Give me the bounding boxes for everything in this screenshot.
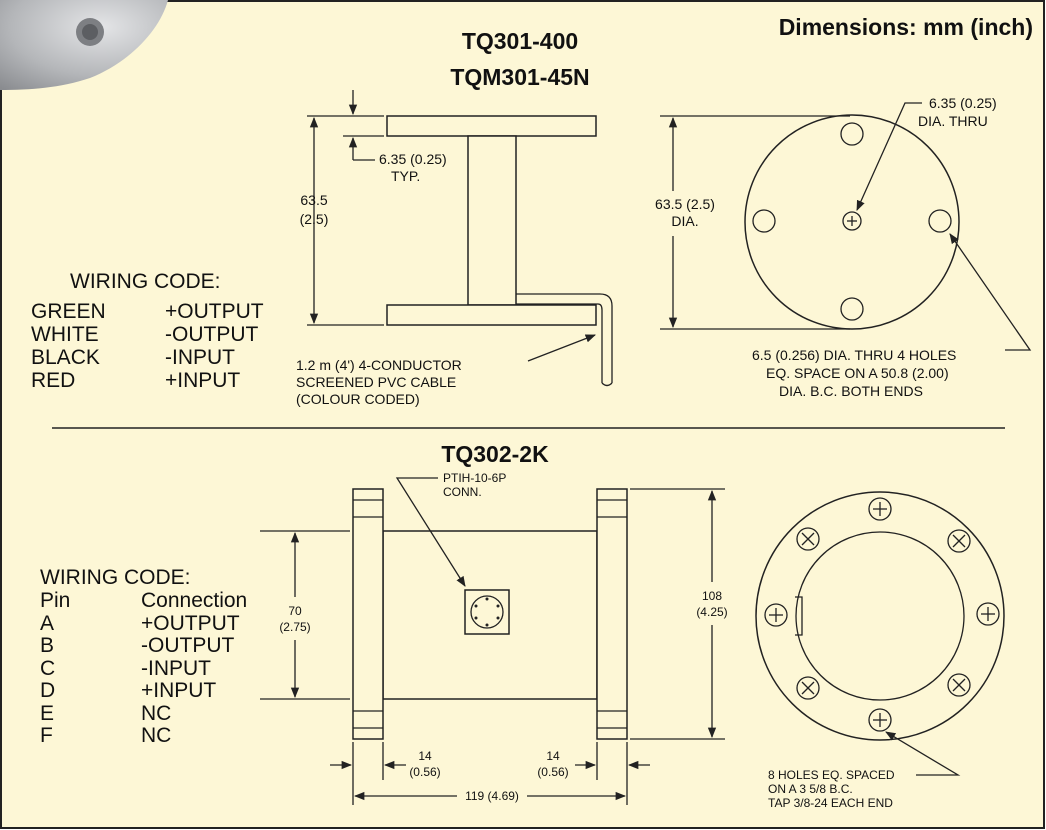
height-dimension <box>307 115 384 326</box>
holes-line-3: DIA. B.C. BOTH ENDS <box>779 383 923 399</box>
bolt-hole <box>840 297 864 321</box>
model-title-tq302-2k: TQ302-2K <box>441 441 549 467</box>
body-height-dimension <box>260 530 350 700</box>
pin-letter: A <box>40 612 54 635</box>
bolt-hole <box>928 209 952 233</box>
connection-header: Connection <box>141 589 247 612</box>
top-flange <box>386 115 597 137</box>
bottom-flange <box>386 304 597 326</box>
wire-color: BLACK <box>31 346 100 369</box>
pin-letter: F <box>40 724 53 747</box>
diameter-dimension <box>660 115 850 330</box>
connector-line-1: PTIH-10-6P <box>443 471 506 485</box>
connector <box>464 589 510 635</box>
connector-line-2: CONN. <box>443 485 482 499</box>
holes-leader <box>949 233 1032 351</box>
height-mm: 63.5 <box>300 192 327 208</box>
tapped-holes-leader <box>885 731 961 776</box>
pin-connection: NC <box>141 702 171 725</box>
body-height-mm: 70 <box>288 604 302 618</box>
wire-color: RED <box>31 369 75 392</box>
right-flange <box>596 488 628 740</box>
center-hole-note: DIA. THRU <box>918 113 988 129</box>
pin-letter: E <box>40 702 54 725</box>
cable-line-3: (COLOUR CODED) <box>296 391 420 407</box>
flange-height-mm: 108 <box>702 589 722 603</box>
tapped-holes-line-2: ON A 3 5/8 B.C. <box>768 782 853 796</box>
pin-connection: NC <box>141 724 171 747</box>
wiring-code-title: WIRING CODE: <box>40 566 191 589</box>
model-title-tq301-400: TQ301-400 <box>462 28 578 54</box>
model-title-tqm301-45n: TQM301-45N <box>450 64 589 90</box>
holes-line-1: 6.5 (0.256) DIA. THRU 4 HOLES <box>752 347 956 363</box>
cable-leader <box>527 334 596 362</box>
right-flange-mm: 14 <box>546 749 560 763</box>
center-hole <box>842 211 862 231</box>
tq302-end-view <box>755 491 1005 741</box>
holes-line-2: EQ. SPACE ON A 50.8 (2.00) <box>766 365 949 381</box>
connector-stub <box>795 596 803 636</box>
tq302-side-view <box>352 488 628 740</box>
pin-connection: +INPUT <box>141 679 216 702</box>
tq301-end-view <box>744 114 960 330</box>
cable-line-2: SCREENED PVC CABLE <box>296 374 456 390</box>
shaft <box>467 135 517 306</box>
left-flange-mm: 14 <box>418 749 432 763</box>
diameter-value: 63.5 (2.5) <box>655 196 715 212</box>
pin-header: Pin <box>40 589 70 612</box>
flange-thickness-dimension <box>343 90 384 161</box>
pin-connection: +OUTPUT <box>141 612 240 635</box>
bolt-hole <box>752 209 776 233</box>
flange-thickness-note: TYP. <box>391 168 420 184</box>
left-flange-in: (0.56) <box>409 765 440 779</box>
overall-length: 119 (4.69) <box>465 789 519 803</box>
right-flange-in: (0.56) <box>537 765 568 779</box>
cable-end <box>601 382 613 387</box>
wire-signal: +INPUT <box>165 369 240 392</box>
tapped-holes-line-3: TAP 3/8-24 EACH END <box>768 796 893 810</box>
product-photo-corner <box>0 0 168 90</box>
wire-color: GREEN <box>31 300 106 323</box>
center-hole-size: 6.35 (0.25) <box>929 95 997 111</box>
flange-height-dimension <box>630 488 725 740</box>
dimensions-note: Dimensions: mm (inch) <box>779 14 1033 40</box>
connector-leader <box>395 477 466 587</box>
bore <box>795 531 965 701</box>
cable-line-1: 1.2 m (4') 4-CONDUCTOR <box>296 357 462 373</box>
flange-thickness: 6.35 (0.25) <box>379 151 447 167</box>
cable <box>516 293 613 383</box>
diameter-note: DIA. <box>671 213 698 229</box>
wire-signal: -INPUT <box>165 346 235 369</box>
wire-color: WHITE <box>31 323 99 346</box>
pin-letter: D <box>40 679 55 702</box>
tapped-holes-line-1: 8 HOLES EQ. SPACED <box>768 768 895 782</box>
flange-width-dimensions <box>330 742 650 805</box>
body-height-in: (2.75) <box>279 620 310 634</box>
wire-signal: -OUTPUT <box>165 323 258 346</box>
outer-flange <box>755 491 1005 741</box>
wiring-code-title: WIRING CODE: <box>70 270 221 293</box>
pin-connection: -OUTPUT <box>141 634 234 657</box>
bolt-hole <box>840 122 864 146</box>
pin-letter: C <box>40 657 55 680</box>
center-hole-leader <box>856 102 922 211</box>
flange-height-in: (4.25) <box>696 605 727 619</box>
wire-signal: +OUTPUT <box>165 300 264 323</box>
tq301-side-view <box>386 115 613 387</box>
height-in: (2.5) <box>300 211 329 227</box>
pin-letter: B <box>40 634 54 657</box>
pin-connection: -INPUT <box>141 657 211 680</box>
left-flange <box>352 488 384 740</box>
